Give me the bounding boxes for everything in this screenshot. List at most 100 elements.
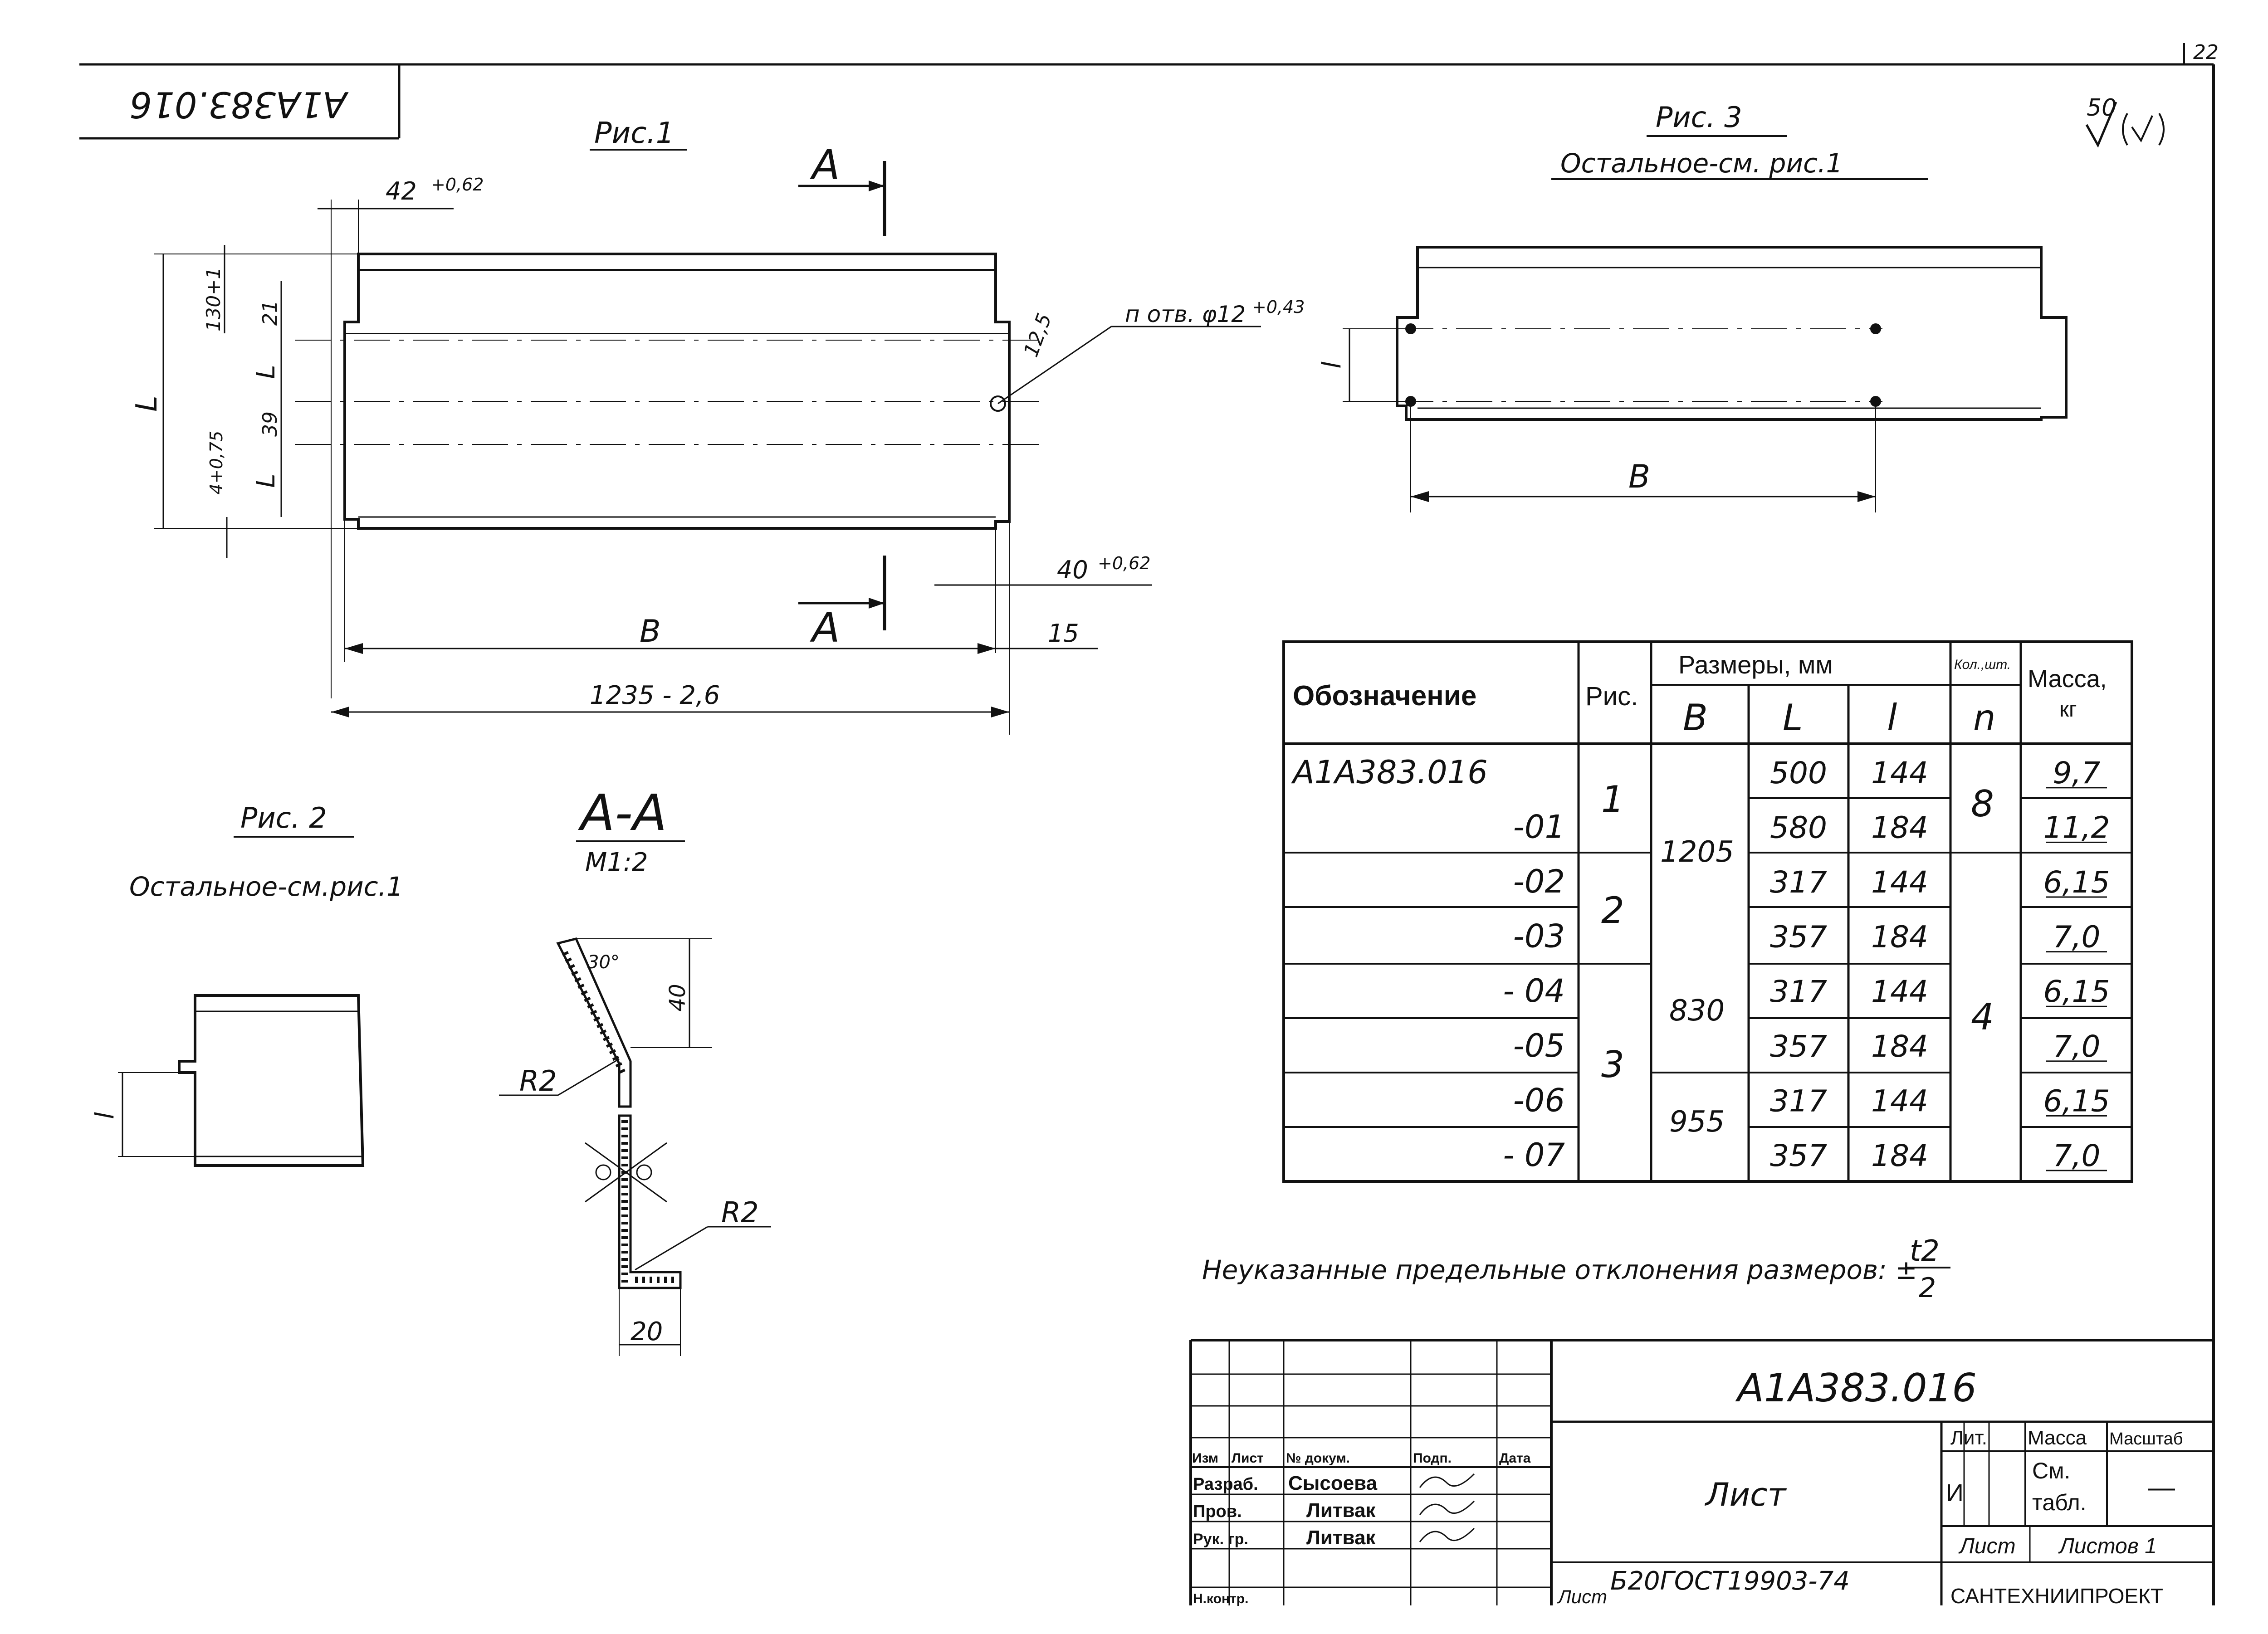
title-block-text: А1А383.016 Лист Изм Лист № докум. Подп. … xyxy=(1192,1366,2183,1608)
dim-12-5: 12,5 xyxy=(1019,310,1056,360)
table-cell-designation: -03 xyxy=(1513,918,1565,955)
table-cell-l: 184 xyxy=(1871,1138,1928,1173)
figure-2: Рис. 2 Остальное-см.рис.1 l xyxy=(90,801,403,1167)
tb-h-izm: Изм xyxy=(1192,1451,1218,1466)
section-dim-40: 40 xyxy=(665,984,690,1011)
table-cell-l: 184 xyxy=(1871,920,1928,955)
table-cell-mass: 11,2 xyxy=(2043,810,2110,845)
cell-B-955: 955 xyxy=(1669,1105,1725,1139)
table-cell-l: 144 xyxy=(1871,865,1928,900)
dim-L-2: L xyxy=(251,473,281,488)
th-qty: Кол.,шт. xyxy=(1954,657,2011,672)
page-number: 22 xyxy=(2193,41,2219,64)
roughness-value: 50 xyxy=(2087,94,2116,122)
tb-h-date: Дата xyxy=(1499,1451,1531,1466)
tb-person-1: Литвак xyxy=(1306,1499,1376,1522)
dim-40: 40 xyxy=(1057,556,1088,584)
fig2-note: Остальное-см.рис.1 xyxy=(129,871,403,902)
tb-scale-label: Масштаб xyxy=(2109,1429,2183,1449)
table-cell-mass: 6,15 xyxy=(2043,865,2110,900)
cell-fig-2: 2 xyxy=(1601,889,1624,932)
tb-person-2: Литвак xyxy=(1306,1527,1376,1549)
fig3-note: Остальное-см. рис.1 xyxy=(1560,148,1843,179)
table-cell-mass: 9,7 xyxy=(2053,756,2101,790)
tb-name: Лист xyxy=(1704,1476,1787,1513)
table-cell-L: 500 xyxy=(1770,756,1827,790)
th-n: n xyxy=(1973,698,1995,739)
dim-4: 4+0,75 xyxy=(206,431,226,495)
hole-callout: п отв. φ12 xyxy=(1125,301,1246,327)
tolerance-text: Неуказанные предельные отклонения размер… xyxy=(1202,1254,1917,1285)
section-mark-top: А xyxy=(810,141,840,189)
table-cell-l: 184 xyxy=(1871,810,1928,845)
tb-person-0: Сысоева xyxy=(1288,1472,1378,1494)
fig2-title: Рис. 2 xyxy=(240,801,327,834)
dim-L-overall: L xyxy=(130,395,164,412)
tb-lit-value: И xyxy=(1946,1479,1964,1507)
tb-bottom-role: Н.контр. xyxy=(1193,1591,1248,1606)
dim-B: B xyxy=(640,614,661,649)
hole-callout-tol: +0,43 xyxy=(1252,297,1305,317)
tb-role-1: Пров. xyxy=(1193,1502,1242,1521)
tb-lit-label: Лит. xyxy=(1950,1427,1987,1449)
tb-code: А1А383.016 xyxy=(1735,1366,1977,1411)
cell-B-830: 830 xyxy=(1669,994,1725,1028)
figure-1: Рис.1 А А L 130+1 21 L 39 xyxy=(130,117,1305,735)
table-cell-L: 357 xyxy=(1770,1138,1827,1173)
cell-n-8: 8 xyxy=(1971,783,1994,825)
th-L: L xyxy=(1783,697,1803,739)
tb-sheets-label: Листов 1 xyxy=(2058,1534,2157,1558)
tb-mass-label: Масса xyxy=(2028,1427,2087,1449)
tb-material-prefix: Лист xyxy=(1557,1586,1607,1607)
section-scale: М1:2 xyxy=(585,848,648,877)
table-cell-l: 144 xyxy=(1871,756,1928,790)
th-dims: Размеры, мм xyxy=(1678,650,1833,679)
table-cell-l: 144 xyxy=(1871,974,1928,1009)
fig3-dim-l: l xyxy=(1317,361,1347,369)
dim-L-1: L xyxy=(251,365,281,379)
section-a-a: А-А М1:2 40 30° R2 R2 20 xyxy=(499,784,771,1356)
table-cell-mass: 7,0 xyxy=(2053,1138,2101,1173)
figure-3: Рис. 3 Остальное-см. рис.1 l B xyxy=(1317,101,2068,512)
table-cell-L: 357 xyxy=(1770,1029,1827,1064)
table-cell-mass: 7,0 xyxy=(2053,920,2101,955)
table-text: Обозначение Рис. Размеры, мм B L l Кол.,… xyxy=(1293,650,2107,739)
dim-1235: 1235 - 2,6 xyxy=(590,681,720,710)
tb-material: Б20ГОСТ19903-74 xyxy=(1610,1566,1850,1596)
th-l: l xyxy=(1887,697,1897,739)
dim-42-tol: +0,62 xyxy=(431,175,484,195)
th-fig: Рис. xyxy=(1585,682,1638,711)
table-cell-designation: -01 xyxy=(1513,808,1565,845)
tolerance-note: Неуказанные предельные отклонения размер… xyxy=(1202,1234,1950,1304)
dim-21: 21 xyxy=(259,300,282,326)
table-cell-l: 144 xyxy=(1871,1083,1928,1118)
th-mass-1: Масса, xyxy=(2028,665,2107,693)
section-r-top: R2 xyxy=(519,1064,557,1097)
dim-40-tol: +0,62 xyxy=(1098,553,1150,573)
section-title: А-А xyxy=(578,784,667,842)
table-cell-designation: -05 xyxy=(1513,1027,1565,1064)
tb-org: САНТЕХНИИПРОЕКТ xyxy=(1950,1584,2163,1608)
fig1-title: Рис.1 xyxy=(594,117,674,150)
title-block xyxy=(1189,1339,2214,1605)
cell-B-1205: 1205 xyxy=(1660,835,1734,869)
tb-mass-value-1: См. xyxy=(2032,1458,2070,1483)
table-cell-L: 317 xyxy=(1770,1083,1827,1118)
section-mark-bottom: А xyxy=(810,604,840,652)
dim-15: 15 xyxy=(1048,619,1079,648)
table-merged-cells: 1 2 3 1205 830 955 8 4 xyxy=(1601,778,1994,1139)
tb-mass-value-2: табл. xyxy=(2032,1490,2087,1515)
table-cell-L: 317 xyxy=(1770,974,1827,1009)
rotated-doc-code: А1А383.016 xyxy=(130,84,349,125)
table-cell-designation: -02 xyxy=(1513,863,1565,900)
table-cell-designation: - 04 xyxy=(1503,972,1565,1010)
section-angle: 30° xyxy=(587,952,620,973)
table-cell-l: 184 xyxy=(1871,1029,1928,1064)
table-cell-designation: А1А383.016 xyxy=(1291,754,1488,791)
cell-fig-1: 1 xyxy=(1601,778,1624,820)
tb-h-list: Лист xyxy=(1232,1451,1264,1466)
th-mass-2: кг xyxy=(2059,697,2077,722)
cell-fig-3: 3 xyxy=(1601,1044,1624,1086)
tolerance-num: t2 xyxy=(1910,1234,1940,1268)
